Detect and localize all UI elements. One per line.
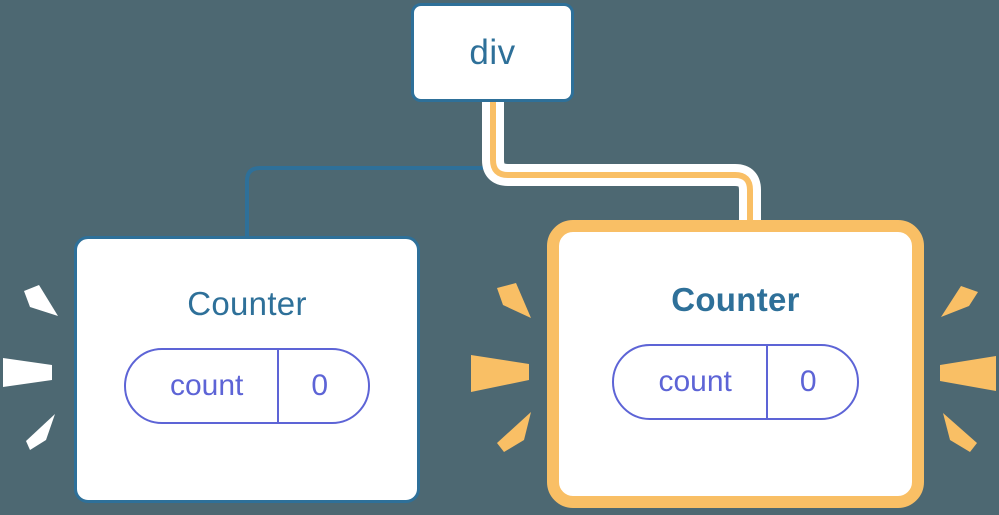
node-counter-left[interactable]: Counter count 0 [74,236,420,503]
state-pill-divider [765,346,768,418]
ray-right-middle-icon [940,356,996,391]
state-value-label: 0 [311,369,329,402]
node-div-label: div [469,33,516,72]
state-key-label: count [658,365,732,398]
state-pill-divider [277,350,280,422]
state-pill-counter-left[interactable]: count 0 [123,348,371,424]
state-pill-counter-right[interactable]: count 0 [612,344,859,420]
ray-left-upper-icon [24,285,58,316]
ray-mid-middle-icon [471,355,529,392]
ray-left-lower-icon [26,414,55,450]
ray-right-lower-icon [943,413,977,452]
node-counter-left-label: Counter [187,285,307,322]
ray-right-upper-icon [941,286,978,317]
node-div[interactable]: div [411,3,574,102]
state-key-label: count [169,369,244,402]
rays-right-orange [940,286,996,452]
state-value-label: 0 [799,365,817,398]
edge-div-to-counter-right [490,102,753,232]
node-counter-right[interactable]: Counter count 0 [547,220,924,508]
node-counter-right-label: Counter [671,281,800,318]
rays-left-white [3,285,58,450]
node-counter-right-inner: Counter count 0 [564,237,907,491]
rays-middle-orange [471,283,531,452]
ray-left-middle-icon [3,358,52,387]
ray-mid-lower-icon [497,412,531,452]
ray-mid-upper-icon [497,283,531,318]
